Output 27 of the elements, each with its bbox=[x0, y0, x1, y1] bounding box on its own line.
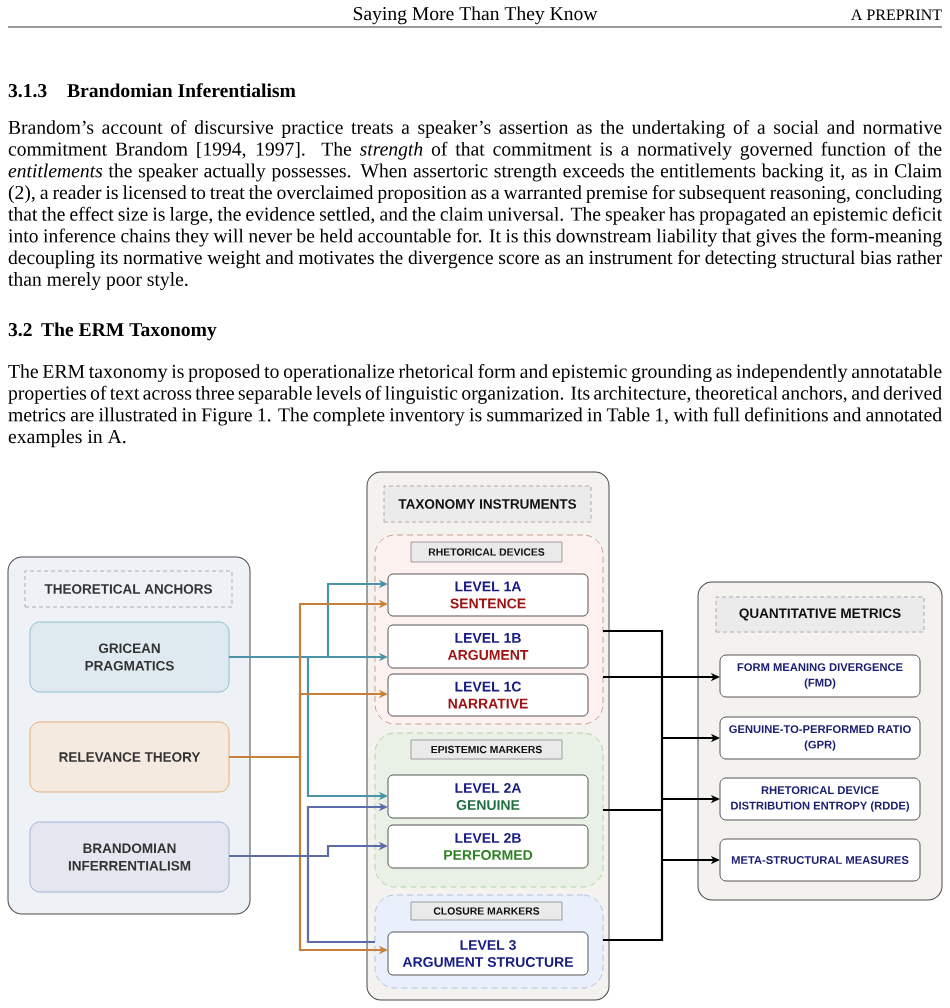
group-heading: RHETORICAL DEVICES bbox=[410, 541, 563, 563]
body-paragraph: The ERM taxonomy is proposed to operationalize rhetorical form and epistemic grounding as independently annotatable properties of text across three separable levels of linguistic organization. Its architecture, theoretical anchors, and derived metrics are illustrated in Figure 1. The complete inventory is summarized in Table 1, with full definitions and annotated examples in A. bbox=[8, 364, 942, 448]
section-heading: The ERM Taxonomy bbox=[41, 322, 217, 341]
preprint-label: A PREPRINT bbox=[851, 9, 942, 20]
metric-box: GENUINE-TO-PERFORMED RATIO (GPR) bbox=[719, 716, 921, 760]
level-box: LEVEL 2B PERFORMED bbox=[387, 824, 589, 869]
level-box: LEVEL 3 ARGUMENT STRUCTURE bbox=[387, 931, 589, 976]
group-heading: EPISTEMIC MARKERS bbox=[410, 739, 563, 760]
panel-heading: THEORETICAL ANCHORS bbox=[24, 570, 233, 608]
theory-box: RELEVANCE THEORY bbox=[29, 721, 230, 793]
running-title: Saying More Than They Know bbox=[353, 6, 598, 25]
panel-heading: QUANTITATIVE METRICS bbox=[715, 596, 925, 633]
section-number: 3.2 bbox=[8, 323, 32, 337]
level-box: LEVEL 1C NARRATIVE bbox=[387, 673, 589, 717]
body-paragraph: Brandom’s account of discursive practice treats a speaker’s assertion as the undertaking of a social and normative commitment Brandom [1994, 1997]. The strength of that commitment is a normatively governed function of the entitlements the speaker actually possesses. When assertoric strength exceeds the entitlements backing it, as in Claim (2), a reader is licensed to treat the overclaimed proposition as a warranted premise for subsequent reasoning, concluding that the effect size is large, the evidence settled, and the claim universal. The speaker has propagated an epistemic deficit into inference chains they will never be held accountable for. It is this downstream liability that gives the form-meaning decoupling its normative weight and motivates the divergence score as an instrument for detecting structural bias rather than merely poor style. bbox=[8, 120, 943, 290]
theory-box: BRANDOMIAN INFERRENTIALISM bbox=[29, 821, 230, 893]
section-heading: Brandomian Inferentialism bbox=[67, 83, 296, 98]
metric-box: META-STRUCTURAL MEASURES bbox=[719, 838, 921, 882]
panel-heading: TAXONOMY INSTRUMENTS bbox=[383, 485, 592, 523]
group-heading: CLOSURE MARKERS bbox=[410, 901, 563, 921]
metric-box: RHETORICAL DEVICE DISTRIBUTION ENTROPY (RDDE) bbox=[719, 777, 921, 821]
level-box: LEVEL 2A GENUINE bbox=[387, 774, 589, 819]
section-number: 3.1.3 bbox=[8, 84, 47, 98]
level-box: LEVEL 1A SENTENCE bbox=[387, 573, 589, 617]
level-box: LEVEL 1B ARGUMENT bbox=[387, 624, 589, 669]
metric-box: FORM MEANING DIVERGENCE (FMD) bbox=[719, 654, 921, 698]
theory-box: GRICEAN PRAGMATICS bbox=[29, 621, 230, 693]
